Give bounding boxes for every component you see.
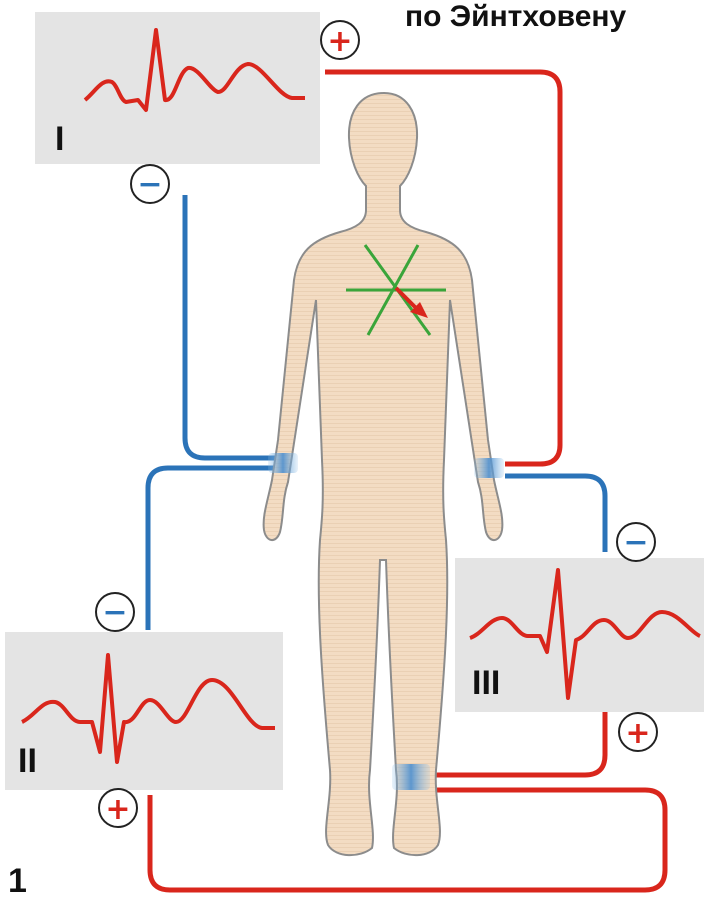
lead-iii-plus-circle-icon: +: [619, 713, 657, 751]
electrode-right-arm: [268, 453, 298, 473]
lead-i-minus-circle-icon: −: [131, 165, 169, 203]
lead-i-plus-circle-icon: +: [321, 21, 359, 59]
lead-ii-label: II: [18, 742, 37, 780]
electrode-left-leg: [392, 764, 430, 790]
lead-i-panel: I: [35, 12, 320, 164]
lead-ii-minus-circle-icon: −: [96, 593, 134, 631]
lead-iii-negative-wire: [505, 476, 605, 552]
svg-text:+: +: [625, 716, 650, 751]
lead-i-label: I: [55, 120, 64, 158]
svg-text:−: −: [137, 167, 162, 202]
lead-iii-minus-circle-icon: −: [617, 523, 655, 561]
svg-text:+: +: [105, 792, 130, 827]
electrode-left-arm: [474, 458, 504, 478]
lead-i-negative-wire: [185, 195, 275, 458]
lead-iii-panel: III: [455, 558, 704, 712]
human-body-silhouette: [264, 93, 503, 855]
svg-text:−: −: [102, 595, 127, 630]
lead-ii-negative-wire: [148, 468, 275, 630]
lead-ii-panel: II: [5, 632, 283, 790]
lead-iii-positive-wire: [425, 712, 605, 775]
lead-iii-label: III: [472, 664, 500, 702]
figure-number: 1: [8, 862, 27, 901]
lead-ii-plus-circle-icon: +: [99, 789, 137, 827]
svg-text:−: −: [623, 525, 648, 560]
svg-text:+: +: [327, 24, 352, 59]
